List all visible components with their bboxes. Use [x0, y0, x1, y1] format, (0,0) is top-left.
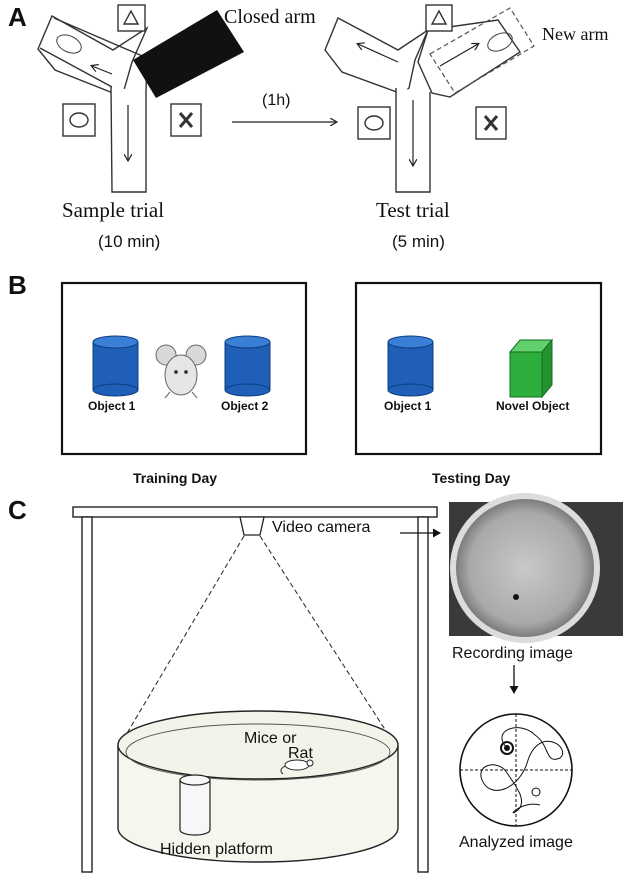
training-object-2-label: Object 2	[221, 399, 269, 413]
analyzed-image-label: Analyzed image	[459, 834, 573, 851]
closed-arm-label: Closed arm	[224, 6, 316, 28]
test-trial-label: Test trial	[376, 198, 450, 222]
sample-arrow-left	[92, 66, 113, 75]
triangle-cue-icon	[122, 9, 140, 25]
sample-y-maze	[37, 15, 149, 193]
view-cone-left	[119, 535, 245, 746]
sample-mouse	[56, 34, 82, 54]
new-arm-dashed-outline	[429, 7, 535, 94]
new-arm-label: New arm	[542, 24, 609, 44]
training-object-1-label: Object 1	[88, 399, 136, 413]
video-camera-icon	[239, 516, 265, 536]
triangle-cue-box-1	[117, 4, 146, 32]
circle-cue-icon-2	[364, 115, 384, 131]
platform-label: Hidden platform	[160, 841, 273, 858]
triangle-cue-icon-2	[430, 9, 448, 25]
delay-label: (1h)	[262, 92, 291, 109]
novel-object-label: Novel Object	[496, 399, 570, 413]
camera-frame	[72, 506, 438, 873]
training-cylinder-1	[92, 335, 139, 397]
hidden-platform	[179, 774, 211, 836]
sample-trial-label: Sample trial	[62, 198, 165, 222]
panel-c-letter: C	[8, 495, 27, 525]
video-camera-label: Video camera	[272, 519, 371, 536]
panel-b-letter: B	[8, 270, 27, 300]
training-day-caption: Training Day	[133, 470, 218, 486]
test-arrow-left	[358, 44, 399, 63]
analyzed-image	[459, 713, 573, 827]
training-mouse-icon	[155, 344, 207, 399]
circle-cue-icon	[69, 112, 89, 128]
cross-cue-icon	[178, 112, 194, 128]
test-trial-duration: (5 min)	[392, 232, 445, 251]
circle-cue-box-1	[62, 103, 96, 137]
closed-arm-block	[133, 10, 244, 98]
novel-object-cube	[508, 338, 554, 399]
recording-image-label: Recording image	[452, 645, 573, 662]
test-arrow-right	[439, 44, 478, 67]
training-cylinder-2	[224, 335, 271, 397]
recording-image	[449, 493, 623, 643]
sample-trial-duration: (10 min)	[98, 232, 161, 251]
circle-cue-box-2	[357, 106, 391, 140]
testing-cylinder-1	[387, 335, 434, 397]
testing-day-caption: Testing Day	[432, 470, 511, 486]
panel-a-letter: A	[8, 2, 27, 32]
triangle-cue-box-2	[425, 4, 453, 32]
animal-label-line1: Mice or	[244, 730, 297, 747]
animal-label-line2: Rat	[288, 745, 313, 762]
test-mouse	[487, 32, 513, 52]
view-cone-right	[259, 535, 396, 746]
testing-object-1-label: Object 1	[384, 399, 432, 413]
rat-icon	[280, 759, 314, 775]
cross-cue-icon-2	[483, 115, 499, 131]
